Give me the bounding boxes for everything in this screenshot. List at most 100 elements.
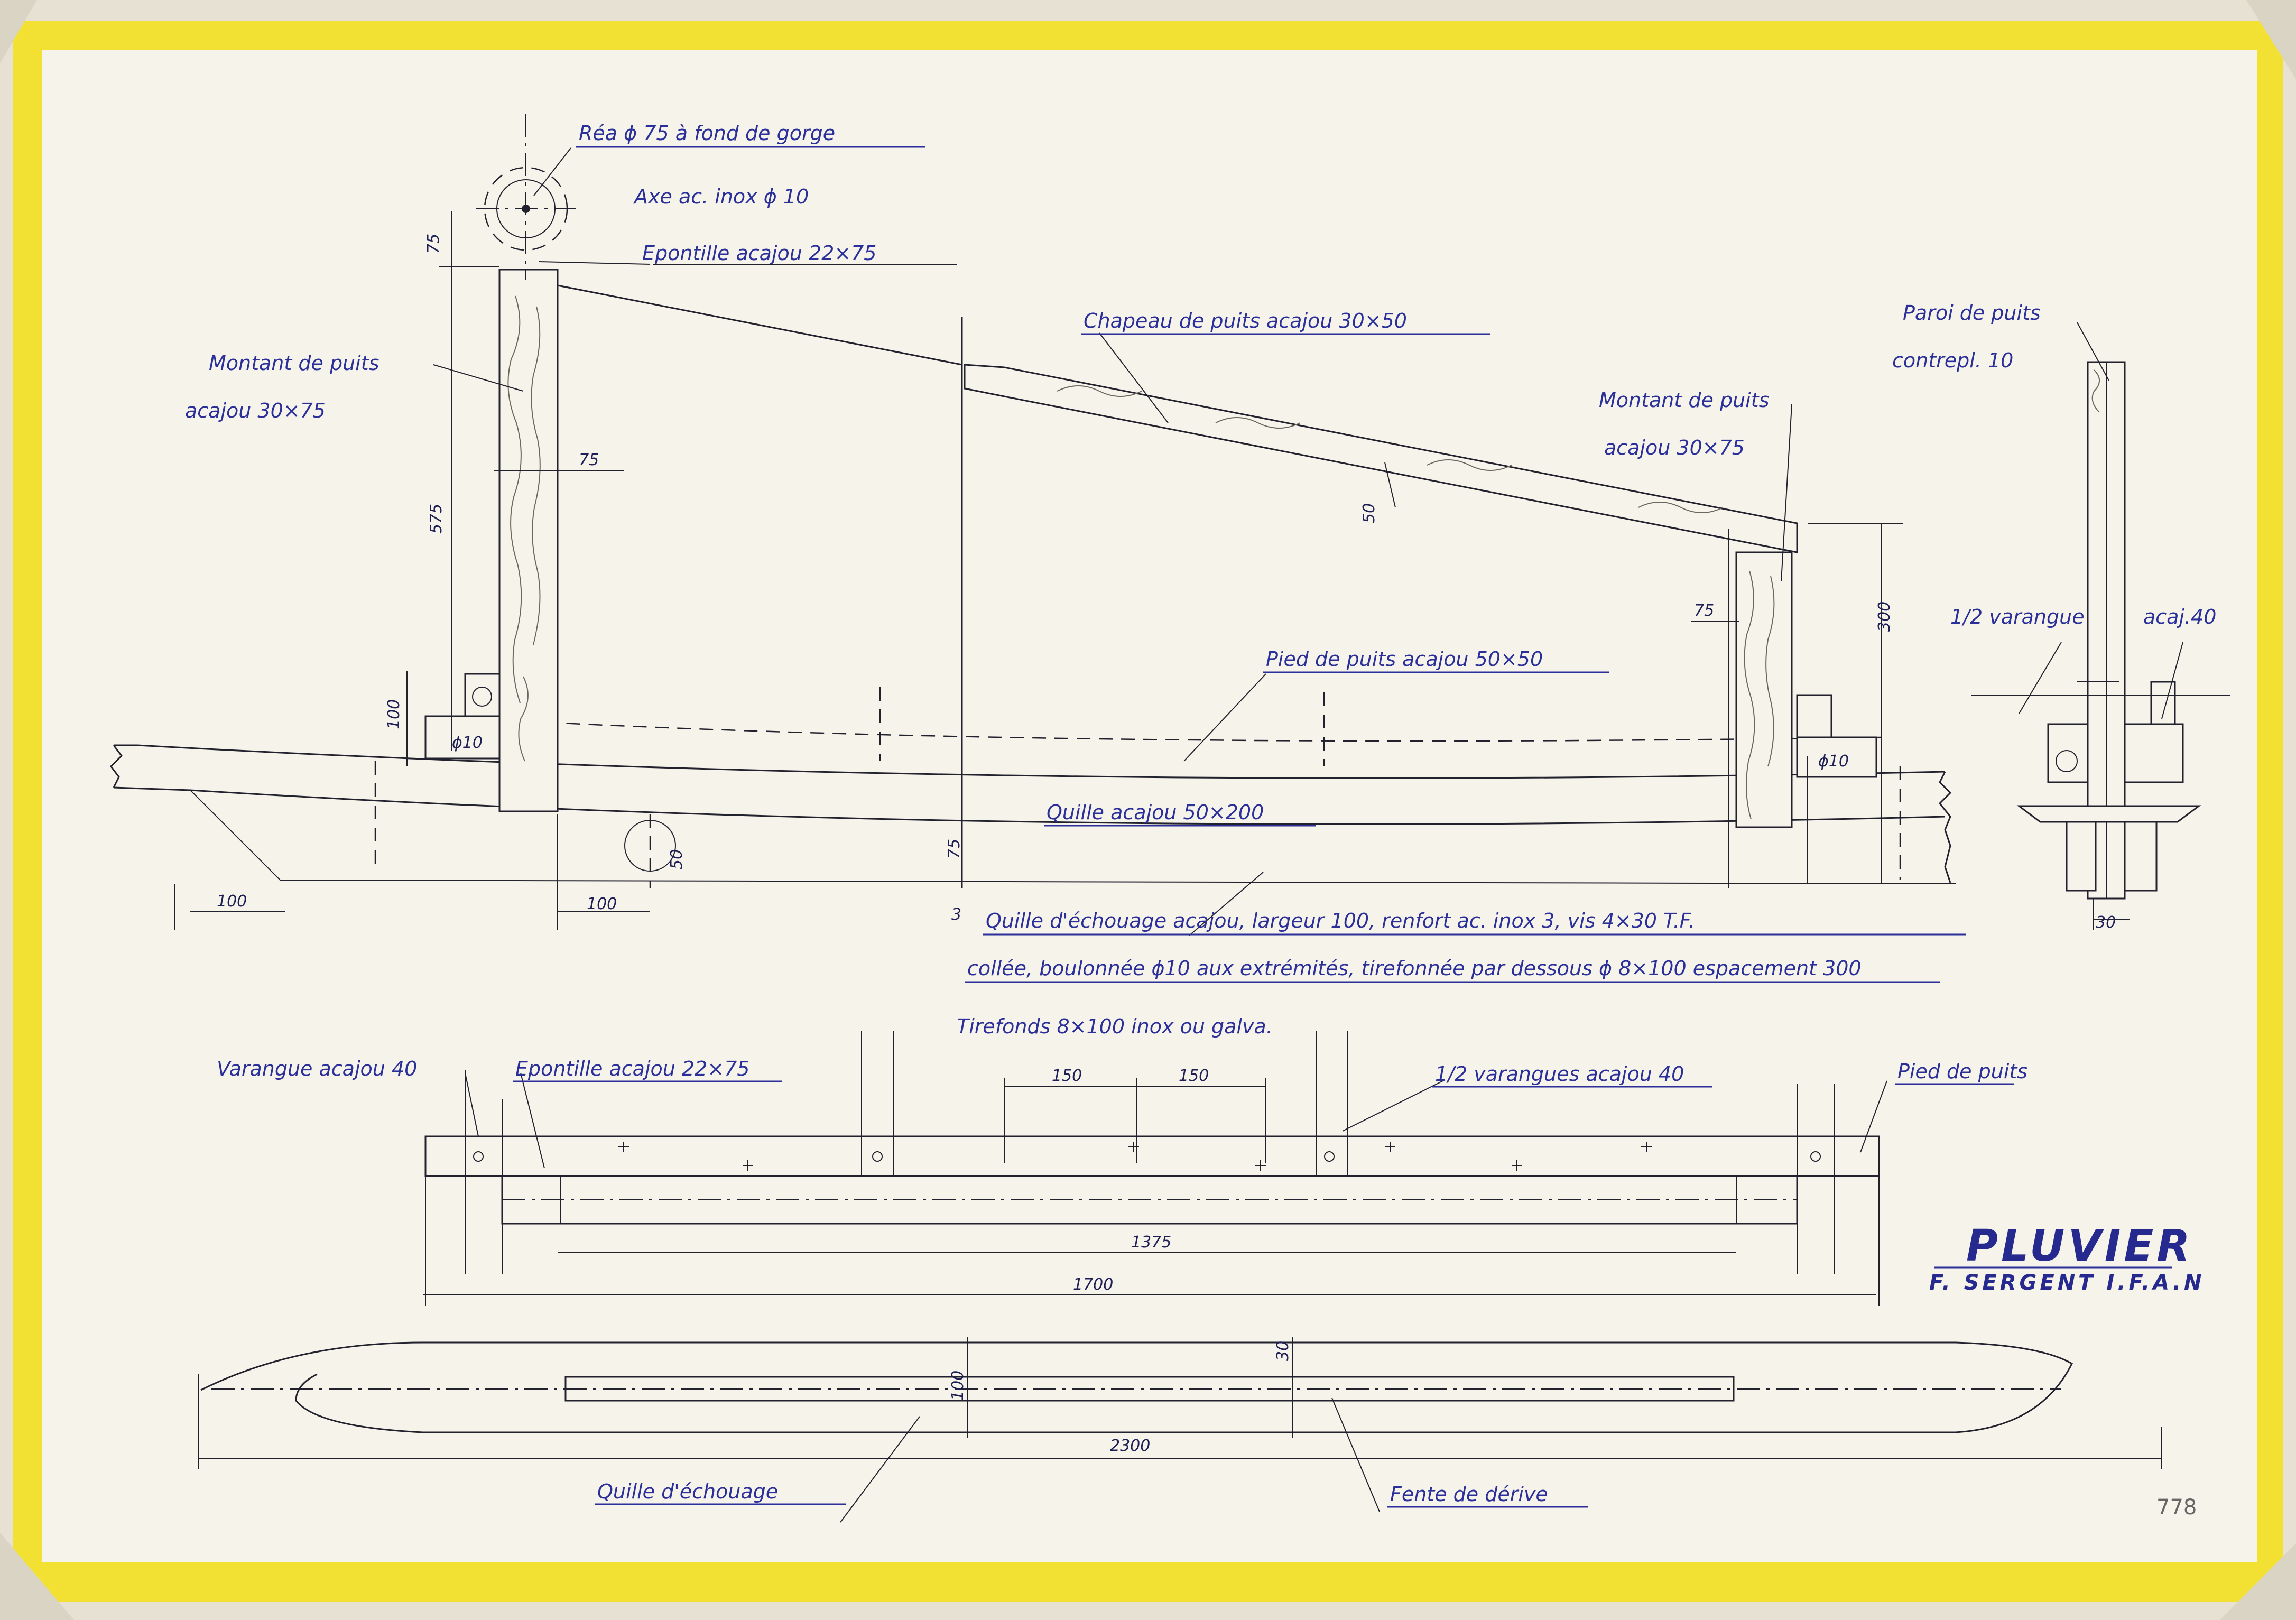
leader-line <box>840 1416 920 1523</box>
label-quille-echouage: Quille d'échouage <box>597 1480 778 1503</box>
plan-view <box>423 1031 1887 1306</box>
dim-100-mid: 100 <box>587 895 617 913</box>
label-demi-varangue: 1/2 varangue <box>1950 605 2085 628</box>
pied-de-puits-hidden <box>433 715 1882 742</box>
drawing-paper <box>42 50 2257 1562</box>
corner-tab <box>2220 1543 2296 1620</box>
leader-line <box>520 1072 545 1169</box>
corner-tab <box>2246 0 2296 79</box>
leader-line <box>1331 1397 1380 1512</box>
side-elevation <box>110 114 1956 936</box>
bolt <box>472 687 492 707</box>
leader-line <box>2077 322 2109 381</box>
dim-phi10-right: ϕ10 <box>1818 752 1849 771</box>
dim-75-width: 75 <box>579 451 599 469</box>
label-tirefonds: Tirefonds 8×100 inox ou galva. <box>957 1015 1273 1038</box>
dim-150-b: 150 <box>1179 1067 1209 1085</box>
label-epontille-plan: Epontille acajou 22×75 <box>515 1057 749 1080</box>
leader-line <box>533 147 571 196</box>
dim-100-plan: 100 <box>949 1371 967 1401</box>
label-pied: Pied de puits acajou 50×50 <box>1266 647 1543 671</box>
label-pied-plan: Pied de puits <box>1897 1060 2027 1083</box>
echouage-keel <box>190 790 1956 884</box>
echouage-section-left <box>2066 821 2097 892</box>
label-varangue: Varangue acajou 40 <box>217 1057 417 1080</box>
keel-top-edge <box>114 744 1946 779</box>
label-demi-varangues: 1/2 varangues acajou 40 <box>1435 1062 1684 1086</box>
echouage-plan <box>198 1337 2162 1523</box>
label-montant-right: Montant de puits <box>1599 388 1769 412</box>
wood-grain <box>531 306 541 645</box>
varangue-left <box>2047 723 2089 783</box>
dim-300: 300 <box>1875 601 1894 632</box>
dim-3: 3 <box>951 905 961 924</box>
label-paroi: Paroi de puits <box>1903 301 2041 325</box>
leader-line <box>1189 872 1264 936</box>
bolt-head <box>624 820 676 872</box>
dim-2300: 2300 <box>1110 1437 1150 1455</box>
tirefond-marks <box>618 1142 1652 1171</box>
wood-grain <box>2091 369 2100 413</box>
right-montant <box>1735 551 1793 828</box>
dim-50-keel: 50 <box>668 849 686 869</box>
bolt <box>872 1151 883 1162</box>
dim-1375: 1375 <box>1131 1233 1171 1252</box>
bolt <box>473 1151 484 1162</box>
note-line-2: collée, boulonnée ϕ10 aux extrémités, ti… <box>967 957 1862 980</box>
drawing-author: F. SERGENT I.F.A.N <box>1929 1271 2205 1295</box>
bolt <box>2056 750 2078 772</box>
label-paroi-spec: contrepl. 10 <box>1892 349 2013 372</box>
dim-150-a: 150 <box>1052 1067 1082 1085</box>
corner-tab <box>0 1533 74 1620</box>
title-block: PLUVIER F. SERGENT I.F.A.N 778 <box>1929 1221 2205 1520</box>
keel-break-left <box>110 745 123 788</box>
left-floor-block <box>424 715 501 760</box>
left-cleat <box>464 673 501 720</box>
right-cleat <box>1796 694 1832 741</box>
note-line-1: Quille d'échouage acajou, largeur 100, r… <box>986 909 1695 932</box>
chapeau-beam <box>964 364 1798 553</box>
left-montant <box>498 269 559 812</box>
dim-30-plan: 30 <box>1274 1341 1292 1361</box>
leader-line <box>539 261 651 265</box>
varangue-right <box>2124 723 2184 783</box>
echouage-section-right <box>2124 821 2158 892</box>
label-montant-left: Montant de puits <box>209 351 379 375</box>
dim-100-left: 100 <box>217 892 247 911</box>
drawing-title: PLUVIER <box>1966 1221 2193 1271</box>
label-epontille: Epontille acajou 22×75 <box>642 242 876 265</box>
leader-line <box>433 364 524 392</box>
chapeau-line-left <box>557 284 962 366</box>
wood-grain <box>1057 385 1724 513</box>
leader-line <box>1342 1080 1443 1132</box>
label-fente: Fente de dérive <box>1390 1483 1548 1506</box>
dim-1700: 1700 <box>1073 1275 1113 1294</box>
wood-grain <box>1744 570 1755 820</box>
dim-line <box>1384 462 1396 508</box>
label-chapeau: Chapeau de puits acajou 30×50 <box>1084 309 1407 332</box>
right-floor-block <box>1796 736 1877 778</box>
leader-line <box>1781 404 1792 582</box>
annotations: Réa ϕ 75 à fond de gorge Axe ac. inox ϕ … <box>185 122 2216 1508</box>
dim-75-right: 75 <box>1694 601 1714 620</box>
label-acaj40: acaj.40 <box>2143 605 2216 628</box>
dimension-values: 75 575 75 100 ϕ10 50 75 300 ϕ10 50 75 3 … <box>217 234 2116 1455</box>
keel-break-right <box>1938 771 1952 883</box>
dim-75-keel: 75 <box>945 839 964 859</box>
leader-line <box>1860 1080 1887 1153</box>
label-montant-right-spec: acajou 30×75 <box>1604 436 1745 459</box>
bolt <box>1810 1151 1821 1162</box>
echouage-outline <box>200 1341 2073 1433</box>
label-rea: Réa ϕ 75 à fond de gorge <box>579 122 835 145</box>
label-montant-left-spec: acajou 30×75 <box>185 399 326 422</box>
keel-bottom-edge <box>113 786 1946 825</box>
corner-tab <box>0 0 37 63</box>
wood-grain <box>507 295 522 703</box>
dim-30-section: 30 <box>2096 913 2116 932</box>
label-quille: Quille acajou 50×200 <box>1047 801 1264 824</box>
wood-grain <box>1765 576 1775 767</box>
leader-line <box>465 1072 479 1137</box>
label-axe: Axe ac. inox ϕ 10 <box>633 185 809 208</box>
leader-line <box>2019 642 2062 714</box>
wood-grain <box>518 676 529 762</box>
